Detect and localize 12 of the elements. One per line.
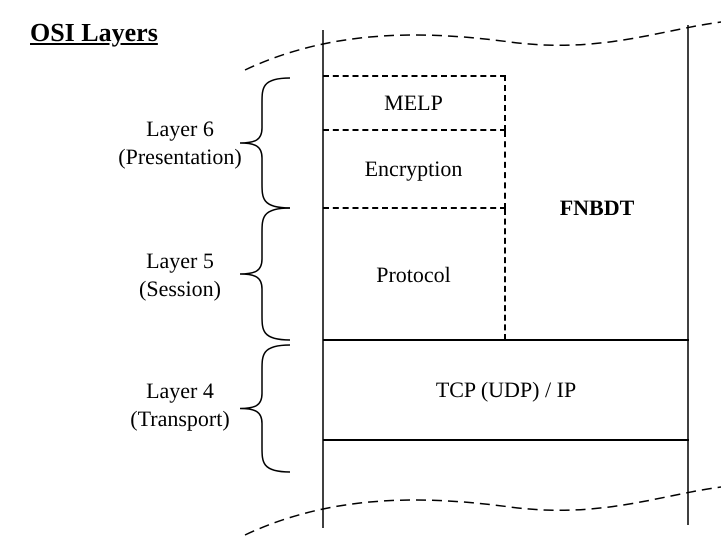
box-label: Protocol [376,262,451,288]
layer-label: Layer 6 (Presentation) [117,115,243,171]
layer-label: Layer 5 (Session) [138,247,222,303]
layer-box [323,339,689,441]
box-label: Encryption [364,156,462,182]
box-label: TCP (UDP) / IP [436,377,576,403]
title: OSI Layers [30,18,158,48]
box-label: MELP [384,90,443,116]
box-label: FNBDT [560,194,634,220]
layer-label: Layer 4 (Transport) [129,377,231,433]
layer-box [323,75,506,131]
layer-box [323,131,506,209]
